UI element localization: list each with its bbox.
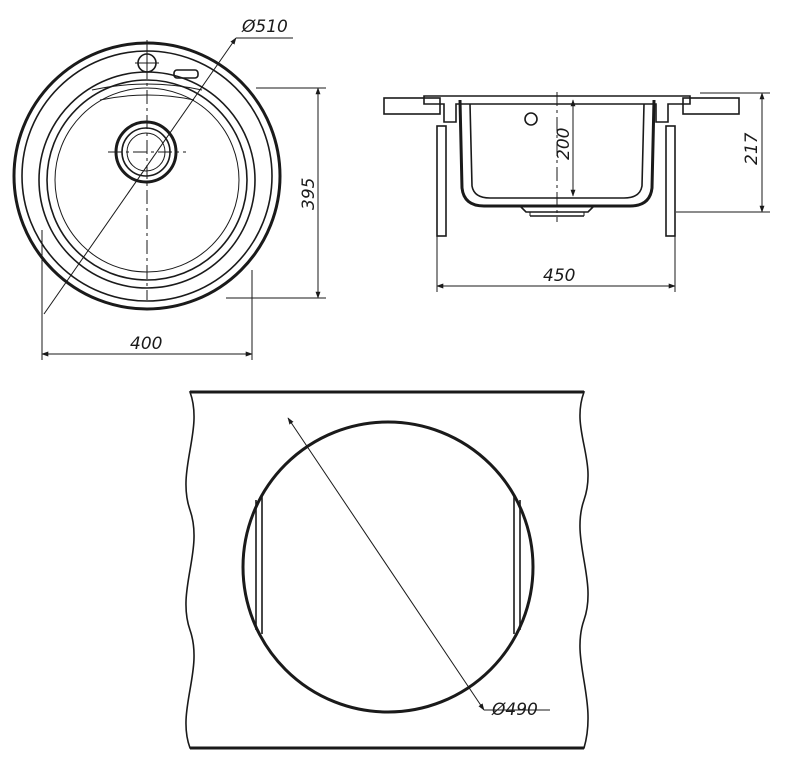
cutout-view: Ø490 [185,390,589,750]
cutout-diameter-label: Ø490 [491,700,538,720]
cabinet-wall-right [665,125,676,237]
total-height-label: 217 [742,132,762,165]
countertop-left [383,97,441,115]
overflow-slot [173,69,199,79]
overflow-hole [524,112,538,126]
top-view: Ø510 400 395 [12,17,326,360]
cutout-diameter-leader [287,417,485,711]
diameter-leader [43,37,237,315]
sink-rim [423,95,691,123]
outer-diameter-label: Ø510 [241,17,288,37]
cabinet-wall-left [436,125,447,237]
width-label: 400 [130,334,162,354]
bowl-inner-ring [46,79,248,281]
height-label: 395 [299,178,319,210]
countertop-right [682,97,740,115]
side-width-label: 450 [543,266,575,286]
bowl-outer-ring [38,71,256,289]
countertop-cutout-panel [185,391,589,749]
bowl-depth-label: 200 [554,128,574,160]
side-view: 200 217 450 [383,92,770,292]
